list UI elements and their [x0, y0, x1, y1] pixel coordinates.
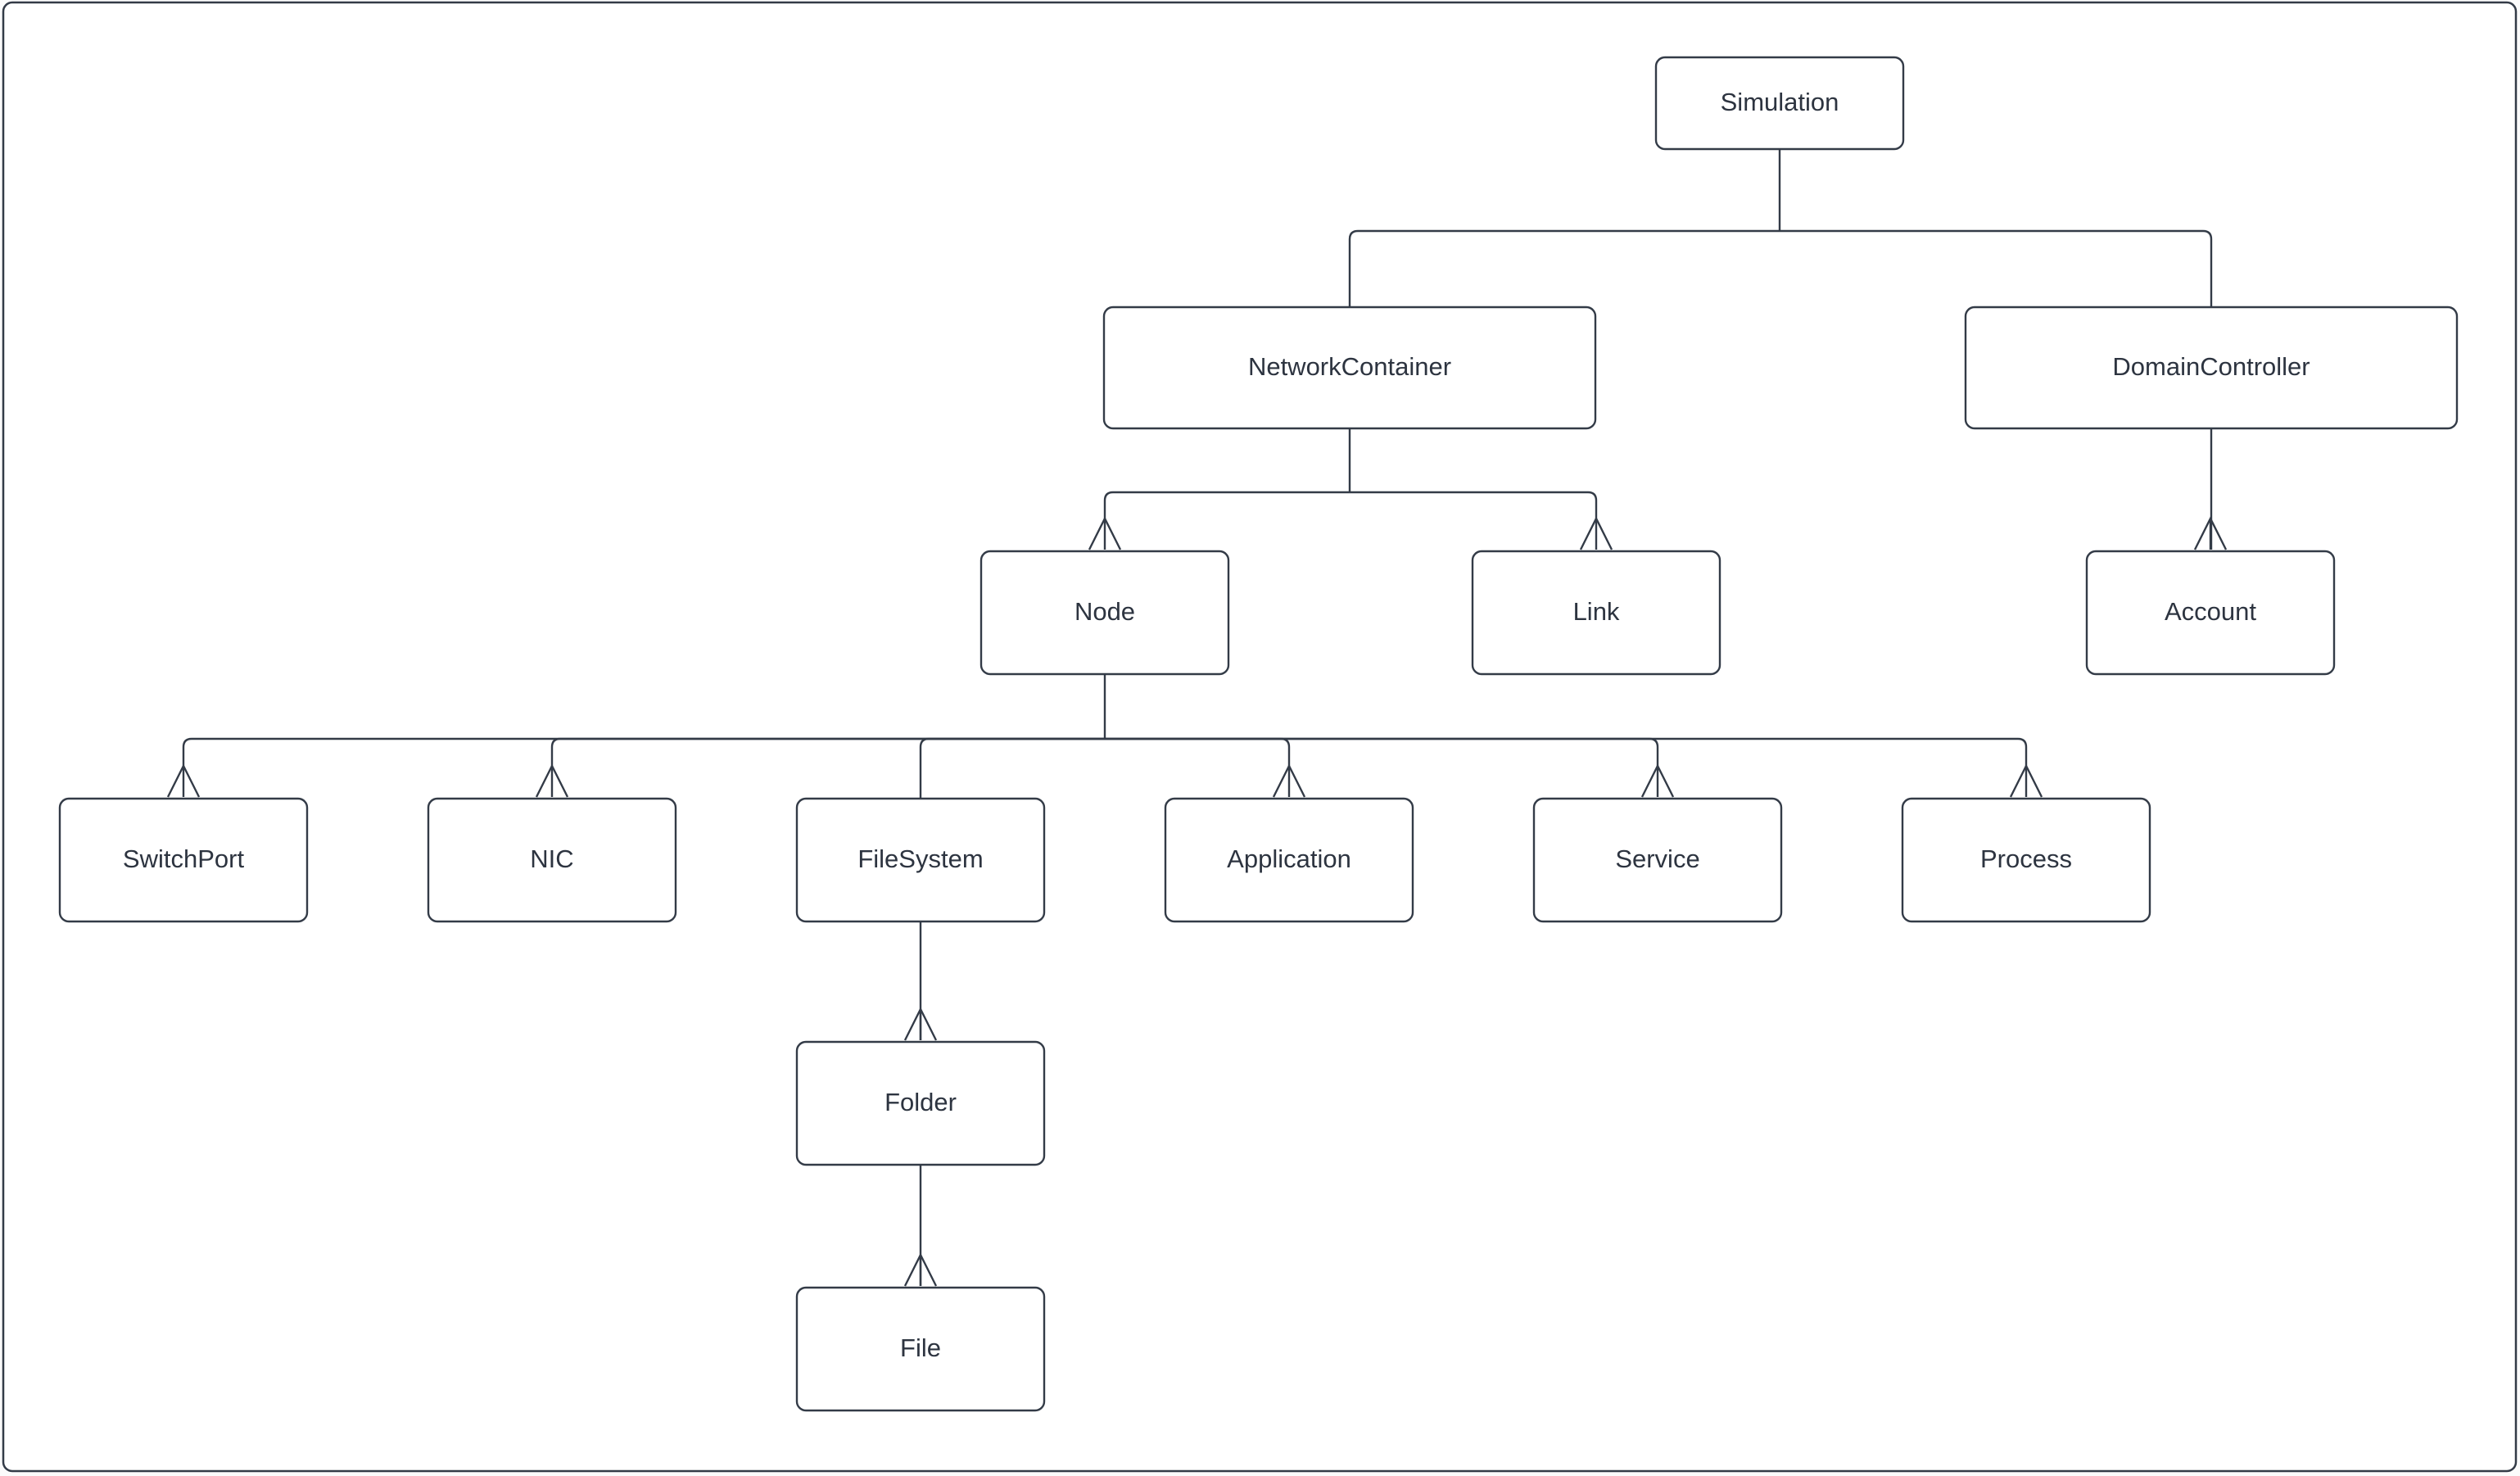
class-label-nic: NIC — [530, 844, 573, 873]
class-node-simulation[interactable]: Simulation — [1656, 57, 1903, 149]
class-label-link: Link — [1573, 597, 1620, 626]
class-node-networkcontainer[interactable]: NetworkContainer — [1104, 307, 1595, 428]
class-label-networkcontainer: NetworkContainer — [1248, 352, 1451, 381]
class-label-filesystem: FileSystem — [857, 844, 983, 873]
class-node-file[interactable]: File — [797, 1288, 1044, 1410]
class-node-process[interactable]: Process — [1902, 799, 2150, 921]
class-node-domaincontroller[interactable]: DomainController — [1966, 307, 2457, 428]
class-node-node[interactable]: Node — [981, 551, 1228, 674]
class-node-switchport[interactable]: SwitchPort — [60, 799, 307, 921]
class-node-nic[interactable]: NIC — [428, 799, 676, 921]
class-node-link[interactable]: Link — [1473, 551, 1720, 674]
class-label-process: Process — [1980, 844, 2072, 873]
class-label-file: File — [900, 1333, 941, 1362]
class-label-folder: Folder — [884, 1088, 957, 1116]
class-node-service[interactable]: Service — [1534, 799, 1781, 921]
class-label-service: Service — [1615, 844, 1699, 873]
class-label-switchport: SwitchPort — [123, 844, 245, 873]
class-node-application[interactable]: Application — [1165, 799, 1413, 921]
class-label-application: Application — [1227, 844, 1351, 873]
class-label-node: Node — [1075, 597, 1135, 626]
class-node-filesystem[interactable]: FileSystem — [797, 799, 1044, 921]
class-label-account: Account — [2165, 597, 2256, 626]
class-label-simulation: Simulation — [1721, 88, 1839, 116]
class-node-folder[interactable]: Folder — [797, 1042, 1044, 1165]
canvas-frame — [3, 2, 2516, 1471]
class-label-domaincontroller: DomainController — [2112, 352, 2310, 381]
class-node-account[interactable]: Account — [2087, 551, 2334, 674]
